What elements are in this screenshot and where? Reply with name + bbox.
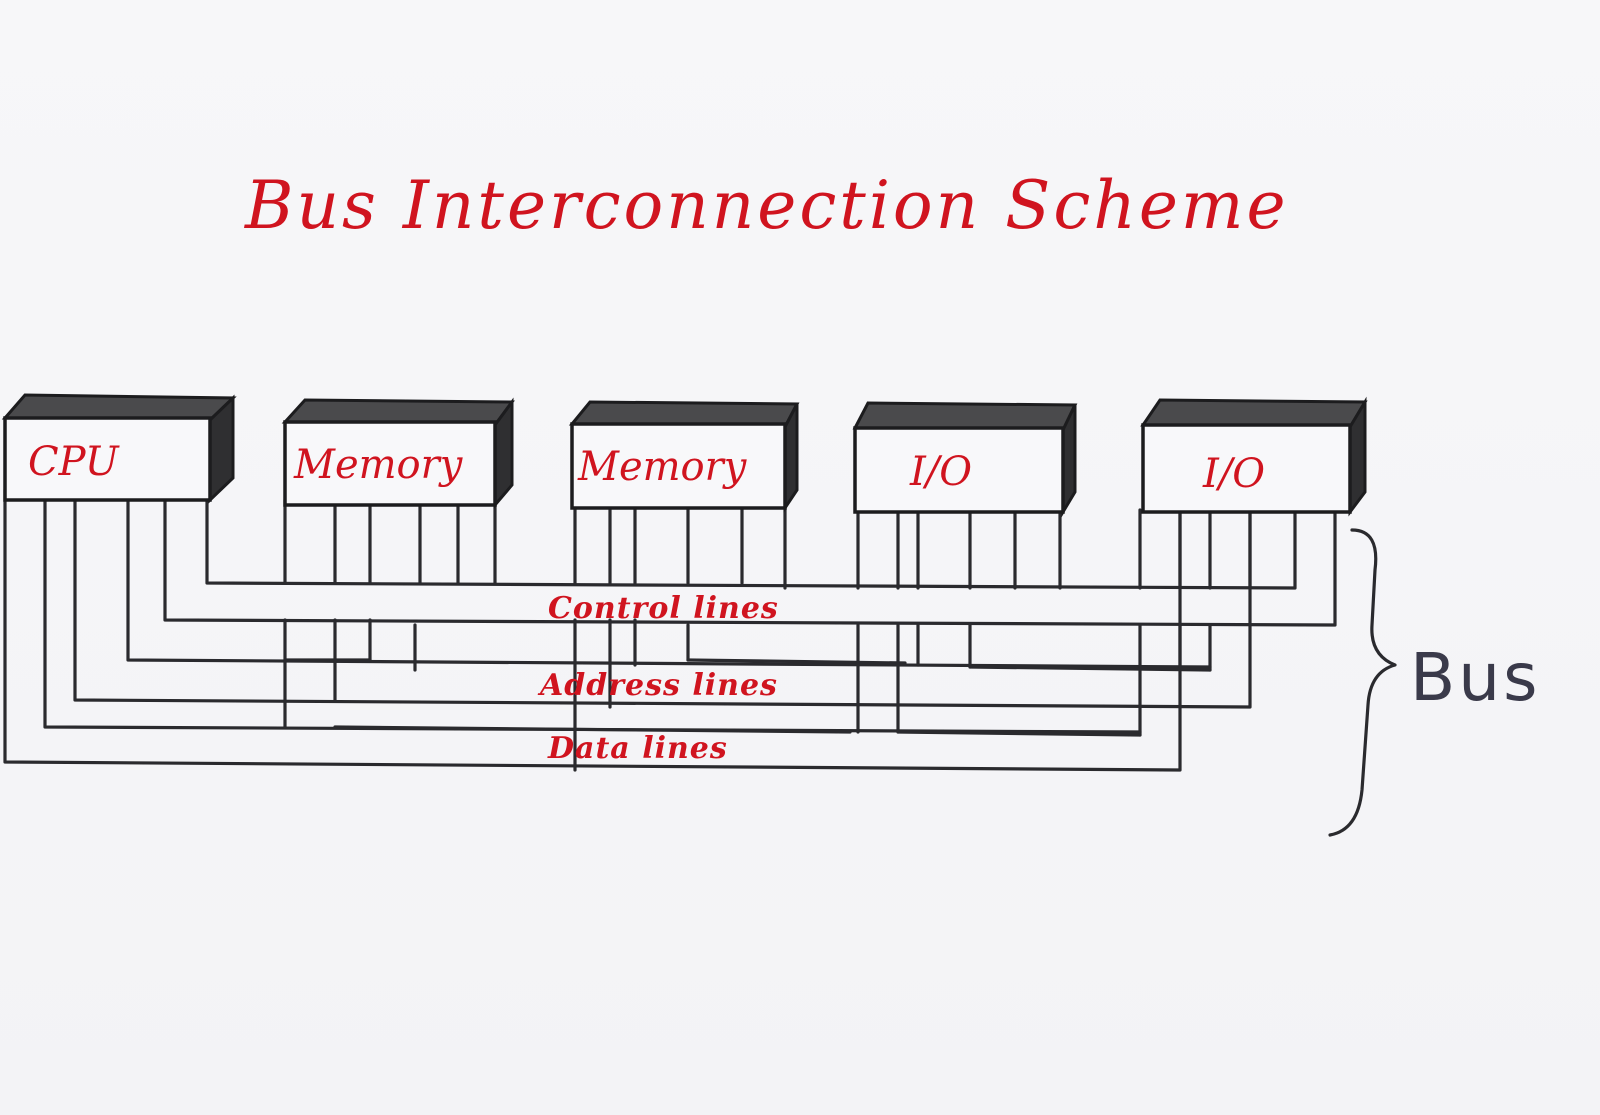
component-io-1: I/O xyxy=(852,401,1078,518)
bus-brace-label: Bus xyxy=(1410,639,1541,716)
component-cpu-label: CPU xyxy=(28,439,120,485)
io-1-tap xyxy=(896,730,1142,737)
address-lines-label: Address lines xyxy=(537,668,778,703)
component-io-2: I/O xyxy=(1140,396,1368,517)
control-line-lower xyxy=(163,488,1337,627)
diagram-title: Bus Interconnection Scheme xyxy=(244,167,1289,244)
data-lines-label: Data lines xyxy=(547,731,728,766)
address-line-upper xyxy=(126,488,1212,669)
memory-2-tap xyxy=(333,725,852,734)
control-line-upper xyxy=(205,488,1297,590)
component-io-2-label: I/O xyxy=(1202,451,1265,497)
component-boxes: CPU Memory Memory I/O I/O xyxy=(1,393,1368,518)
component-memory-1: Memory xyxy=(281,397,515,510)
address-line-lower xyxy=(73,488,1252,709)
control-lines-label: Control lines xyxy=(548,591,779,626)
component-memory-2: Memory xyxy=(568,400,800,513)
bus-wires xyxy=(3,488,1337,772)
memory-2-tap xyxy=(686,658,907,665)
bus-brace xyxy=(1328,528,1397,837)
component-memory-2-label: Memory xyxy=(577,444,748,490)
io-1-tap xyxy=(968,665,1212,672)
component-io-1-label: I/O xyxy=(909,449,972,495)
component-cpu: CPU xyxy=(1,393,237,504)
component-memory-1-label: Memory xyxy=(293,442,464,488)
